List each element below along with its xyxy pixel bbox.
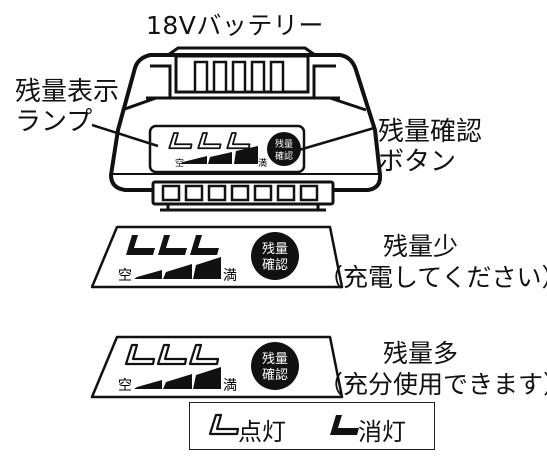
- low-full-mark: 満: [223, 268, 237, 284]
- svg-text:残量: 残量: [262, 352, 288, 367]
- legend-lit-label: 消灯: [358, 418, 406, 446]
- svg-text:確認: 確認: [262, 257, 288, 273]
- panel-high: 空 満 残量 確認: [90, 335, 344, 399]
- callout-lamp-line2: ランプ: [15, 107, 93, 137]
- svg-text:残量: 残量: [262, 242, 288, 257]
- leader-button: [298, 126, 375, 152]
- high-full-mark: 満: [223, 378, 237, 394]
- callout-button-line2: ボタン: [378, 147, 457, 177]
- high-empty-mark: 空: [118, 378, 132, 394]
- battery-illustration: 空 満 残量 確認: [109, 46, 383, 212]
- callout-button-line1: 残量確認: [378, 117, 483, 147]
- panel-low: 空 満 残量 確認: [90, 225, 344, 289]
- svg-text:確認: 確認: [262, 367, 288, 383]
- state-high-line2: （充分使用できます）: [318, 370, 547, 399]
- low-empty-mark: 空: [118, 268, 132, 284]
- high-check-button: [251, 342, 299, 390]
- battery-full-mark: 満: [258, 158, 267, 169]
- legend: 点灯 消灯: [189, 402, 435, 450]
- diagram-title: 18Vバッテリー: [146, 11, 324, 40]
- state-high-line1: 残量多: [383, 339, 459, 368]
- svg-text:残量: 残量: [275, 138, 293, 150]
- state-low-line1: 残量少: [383, 232, 459, 261]
- leader-lamp: [91, 123, 159, 148]
- battery-empty-mark: 空: [175, 157, 184, 169]
- state-low-line2: （充電してください）: [318, 263, 547, 292]
- legend-unlit-label: 点灯: [238, 418, 286, 446]
- callout-lamp-line1: 残量表示: [15, 77, 120, 107]
- svg-text:確認: 確認: [275, 150, 293, 162]
- battery-check-button: [267, 132, 301, 166]
- low-check-button: [251, 232, 299, 280]
